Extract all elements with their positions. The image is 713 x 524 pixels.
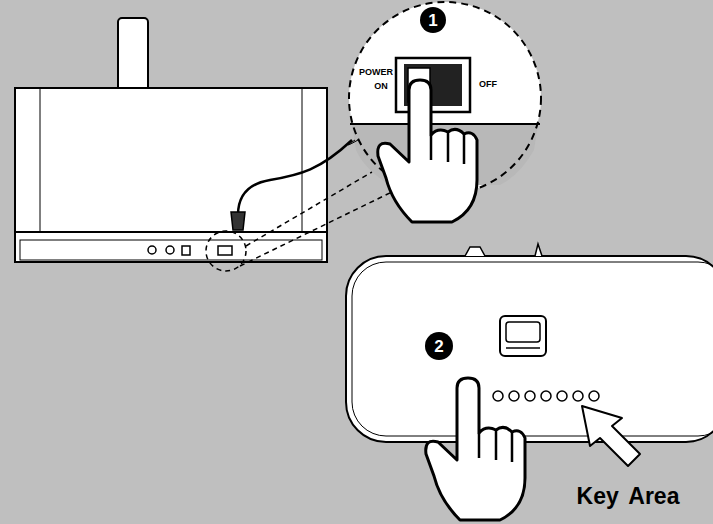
key-area-label: Key Area	[577, 485, 680, 508]
switch-label: POWER	[359, 68, 393, 77]
switch-label: ON	[374, 82, 388, 91]
callout-number: 2	[434, 338, 443, 355]
callout-number: 1	[428, 12, 437, 29]
switch-label: OFF	[479, 80, 497, 89]
